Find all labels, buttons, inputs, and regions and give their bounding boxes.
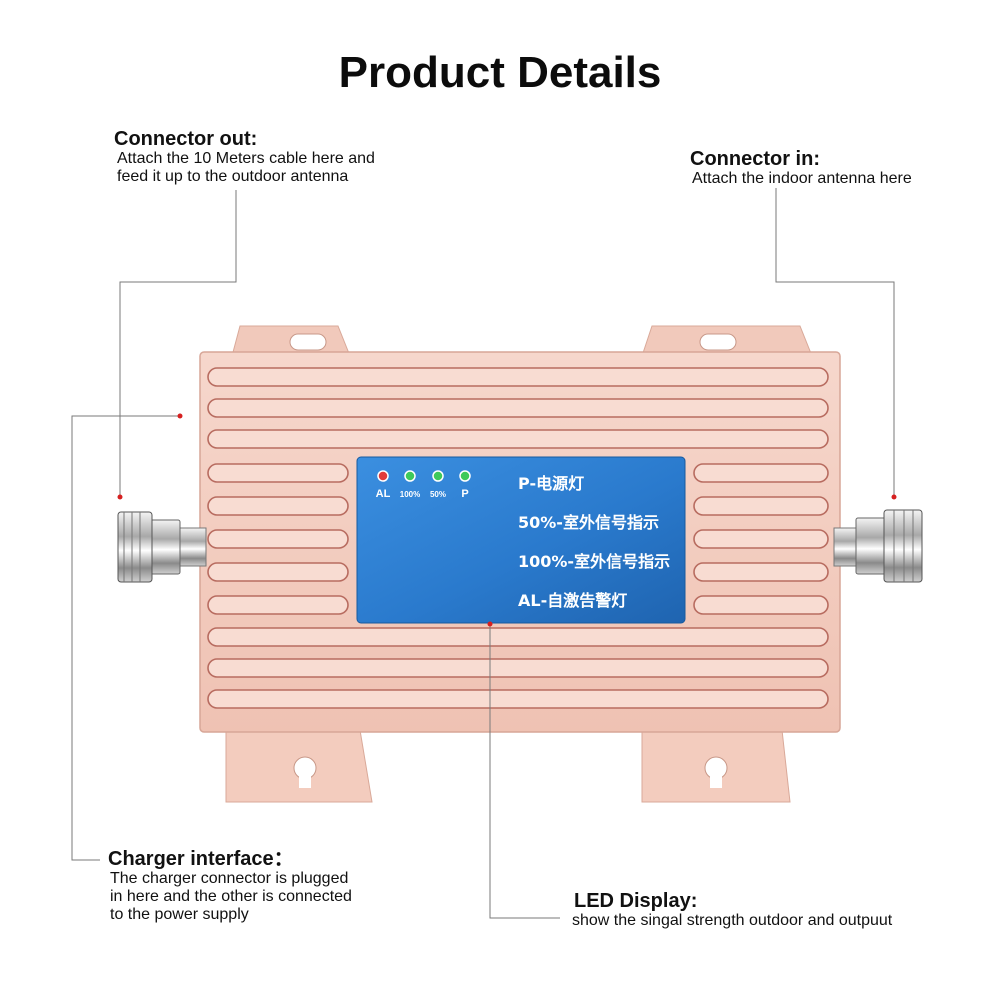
page-title: Product Details: [338, 48, 662, 97]
bottom-left-mount-bracket: [225, 729, 373, 803]
connector-out-port: [117, 511, 207, 583]
led-label: 100%: [400, 490, 420, 499]
fin-slot: [207, 398, 829, 418]
fin-slot: [207, 429, 829, 449]
heat-sink-fins: [207, 367, 829, 709]
connector-in-marker: [891, 494, 897, 500]
connector-in-port: [833, 509, 923, 583]
bottom-right-mount-bracket: [641, 729, 791, 803]
led-indicator: [404, 470, 416, 482]
charger-interface-leader: [71, 415, 180, 861]
fin-slot: [207, 529, 349, 549]
led-legend-line: 100%-室外信号指示: [518, 552, 670, 571]
led-legend-line: AL-自激告警灯: [518, 591, 627, 610]
charger-interface-description: The charger connector is plugged in here…: [110, 870, 352, 923]
connector-out-marker: [117, 494, 123, 500]
callout-connector-in: Connector in: Attach the indoor antenna …: [690, 148, 912, 188]
fin-slot: [693, 562, 829, 582]
connector-out-description: Attach the 10 Meters cable here and feed…: [117, 150, 375, 185]
fin-slot: [207, 367, 829, 387]
led-display-description: show the singal strength outdoor and out…: [572, 912, 893, 929]
connector-in-heading: Connector in:: [690, 148, 820, 170]
led-legend-line: 50%-室外信号指示: [518, 513, 659, 532]
led-display-panel: AL 100% 50% P P-电源灯 50%-室外信号指示 100%-室外信号指示 AL-…: [356, 456, 686, 624]
led-display-heading: LED Display:: [574, 890, 698, 912]
charger-interface-marker: [177, 413, 183, 419]
led-indicator: [459, 470, 471, 482]
fin-slot: [207, 463, 349, 483]
led-label: P: [461, 488, 468, 500]
connector-in-description: Attach the indoor antenna here: [692, 170, 912, 187]
fin-slot: [693, 496, 829, 516]
led-indicator: [377, 470, 389, 482]
led-label: 50%: [430, 490, 446, 499]
fin-slot: [207, 595, 349, 615]
fin-slot: [693, 529, 829, 549]
fin-slot: [207, 627, 829, 647]
led-display-marker: [487, 621, 493, 627]
callout-markers: [117, 413, 897, 627]
fin-slot: [693, 463, 829, 483]
fin-slot: [207, 689, 829, 709]
callout-charger-interface: Charger interface： The charger connector…: [108, 848, 352, 924]
callout-lines: [71, 188, 895, 919]
fin-slot: [207, 658, 829, 678]
led-label: AL: [376, 488, 391, 500]
callout-connector-out: Connector out: Attach the 10 Meters cabl…: [114, 128, 375, 186]
fin-slot: [207, 562, 349, 582]
fin-slot: [207, 496, 349, 516]
led-display-leader: [489, 624, 560, 919]
led-legend-line: P-电源灯: [518, 474, 584, 493]
led-indicator: [432, 470, 444, 482]
connector-out-leader: [119, 190, 237, 496]
charger-interface-heading: Charger interface：: [108, 848, 294, 870]
connector-in-leader: [775, 188, 895, 496]
connector-out-heading: Connector out:: [114, 128, 258, 150]
callout-led-display: LED Display: show the singal strength ou…: [572, 890, 892, 930]
fin-slot: [693, 595, 829, 615]
